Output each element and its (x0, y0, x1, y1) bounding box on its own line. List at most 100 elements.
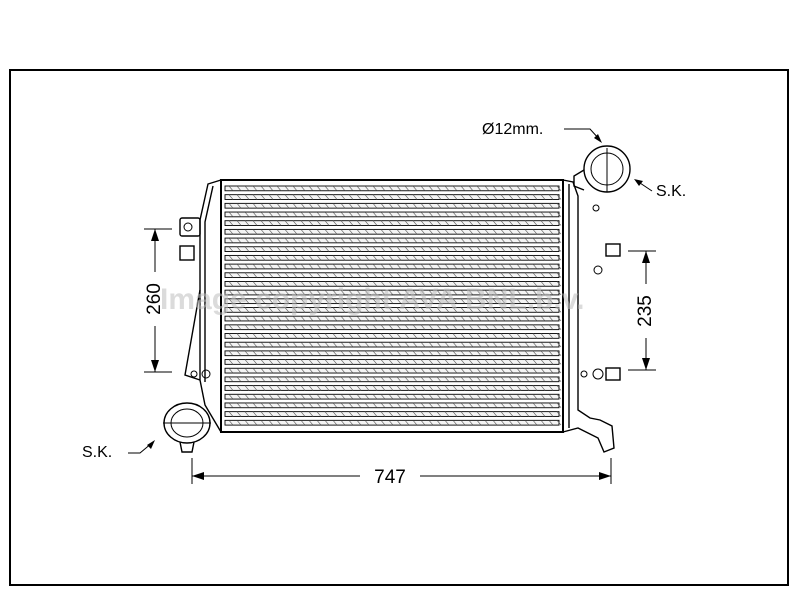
fin-hatch (276, 203, 282, 209)
fin-hatch (364, 315, 370, 322)
copyright-watermark: Image copyright AVA BNL.b.v. (160, 283, 584, 316)
fin-hatch (380, 194, 386, 200)
fin-hatch (436, 376, 442, 382)
fin-hatch (492, 203, 498, 209)
fin-hatch (508, 324, 514, 330)
fin-hatch (284, 376, 290, 382)
fin-hatch (516, 281, 522, 287)
fin-hatch (452, 359, 458, 365)
fin-hatch (556, 350, 562, 356)
fin-hatch (460, 359, 466, 365)
fin-hatch (372, 185, 378, 191)
fin-hatch (348, 211, 354, 218)
fin-hatch (276, 394, 282, 400)
fin-hatch (292, 420, 298, 426)
fin-hatch (436, 272, 442, 278)
fin-hatch (452, 420, 458, 426)
fin-hatch (308, 237, 314, 244)
fin-hatch (436, 281, 442, 287)
fin-hatch (332, 237, 338, 244)
fin-hatch (556, 368, 562, 374)
fin-hatch (404, 350, 410, 356)
fin-hatch (500, 402, 506, 408)
fin-hatch (540, 185, 546, 191)
fin-hatch (492, 402, 498, 408)
fin-hatch (412, 203, 418, 209)
fin-hatch (308, 263, 314, 270)
fin-hatch (476, 411, 482, 417)
fin-hatch (556, 185, 562, 191)
fin-hatch (244, 203, 250, 209)
fin-hatch (260, 255, 266, 261)
fin-hatch (356, 420, 362, 426)
fin-hatch (548, 333, 554, 339)
fin-hatch (540, 203, 546, 209)
fin-hatch (316, 237, 322, 244)
fin-hatch (396, 333, 402, 339)
fin-hatch (332, 333, 338, 339)
fin-hatch (332, 203, 338, 209)
fin-hatch (428, 402, 434, 408)
fin-hatch (452, 298, 458, 304)
fin-hatch (428, 376, 434, 382)
fin-hatch (300, 402, 306, 408)
fin-hatch (372, 394, 378, 400)
fin-hatch (340, 246, 346, 252)
fin-hatch (276, 246, 282, 252)
fin-hatch (228, 194, 234, 200)
fin-hatch (252, 315, 258, 322)
fin-hatch (364, 342, 370, 348)
fin-hatch (412, 402, 418, 408)
fin-hatch (372, 289, 378, 296)
fin-hatch (332, 229, 338, 235)
fin-hatch (492, 359, 498, 365)
fin-hatch (300, 315, 306, 322)
fin-hatch (324, 185, 330, 191)
fin-hatch (420, 229, 426, 235)
fin-hatch (420, 333, 426, 339)
fin-hatch (316, 342, 322, 348)
fin-hatch (524, 307, 530, 313)
fin-hatch (428, 194, 434, 200)
fin-hatch (332, 298, 338, 304)
fin-hatch (460, 194, 466, 200)
fin-hatch (420, 194, 426, 200)
fin-hatch (332, 376, 338, 382)
fin-hatch (516, 315, 522, 322)
fin-hatch (532, 359, 538, 365)
fin-hatch (468, 229, 474, 235)
fin-hatch (388, 411, 394, 417)
fin-hatch (388, 402, 394, 408)
fin-hatch (436, 307, 442, 313)
fin-hatch (420, 203, 426, 209)
fin-hatch (348, 281, 354, 287)
fin-hatch (468, 255, 474, 261)
fin-hatch (396, 220, 402, 226)
fin-hatch (452, 220, 458, 226)
fin-hatch (252, 194, 258, 200)
fin-hatch (364, 263, 370, 270)
fin-hatch (468, 315, 474, 322)
fin-hatch (420, 359, 426, 365)
fin-hatch (444, 237, 450, 244)
left-height-dimension: 260 (144, 228, 172, 373)
fin-hatch (348, 368, 354, 374)
fin-hatch (460, 289, 466, 296)
fin-hatch (284, 281, 290, 287)
fin-hatch (324, 368, 330, 374)
fin-hatch (420, 420, 426, 426)
fin-hatch (372, 359, 378, 365)
fin-hatch (420, 376, 426, 382)
fin-hatch (276, 289, 282, 296)
fin-hatch (540, 289, 546, 296)
fin-hatch (300, 342, 306, 348)
fin-hatch (244, 246, 250, 252)
fin-hatch (460, 385, 466, 391)
fin-hatch (292, 229, 298, 235)
fin-hatch (244, 350, 250, 356)
fin-hatch (428, 333, 434, 339)
fin-hatch (260, 420, 266, 426)
fin-hatch (492, 281, 498, 287)
fin-hatch (396, 385, 402, 391)
